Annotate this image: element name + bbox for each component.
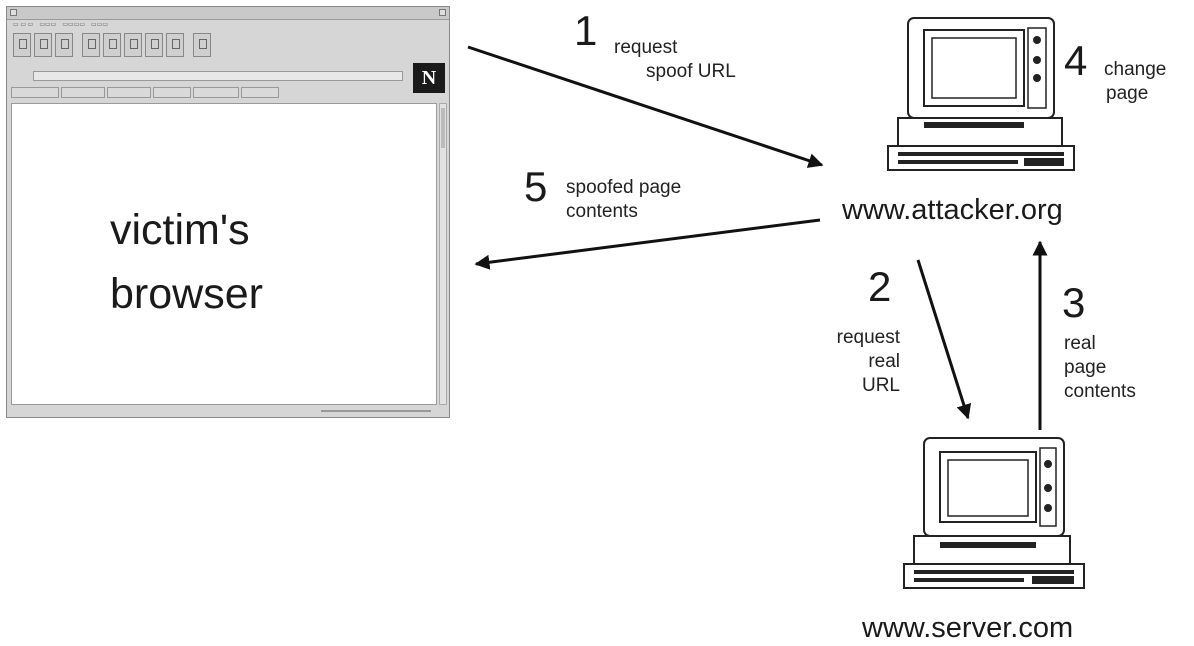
server-hostname: www.server.com bbox=[862, 612, 1074, 644]
arrow-1-icon bbox=[467, 45, 824, 168]
victim-browser-window: ▭ ▭ ▭▭▭▭▭▭▭▭▭▭▭ N bbox=[6, 6, 450, 418]
step-1-label-line1: request bbox=[614, 37, 678, 58]
browser-caption-line2: browser bbox=[110, 270, 263, 318]
directory-buttons bbox=[11, 87, 279, 98]
step-3-label-line1: real bbox=[1064, 333, 1096, 354]
step-4-label-line1: change bbox=[1104, 59, 1167, 80]
stop-icon bbox=[193, 33, 211, 57]
location-field bbox=[33, 71, 403, 81]
step-2-label-line2: real bbox=[868, 351, 900, 372]
arrow-5-icon bbox=[474, 218, 821, 270]
step-2-label-line1: request bbox=[836, 327, 900, 348]
step-2-number: 2 bbox=[868, 263, 892, 310]
browser-statusbar bbox=[11, 407, 447, 415]
window-close-icon bbox=[439, 9, 446, 16]
step-2-label-line3: URL bbox=[861, 375, 900, 396]
reload-icon bbox=[82, 33, 100, 57]
print-icon bbox=[145, 33, 163, 57]
window-menu-icon bbox=[10, 9, 17, 16]
browser-menubar: ▭ ▭ ▭▭▭▭▭▭▭▭▭▭▭ bbox=[13, 22, 109, 28]
browser-toolbar bbox=[13, 33, 211, 63]
browser-caption-line1: victim's bbox=[110, 206, 250, 254]
browser-titlebar bbox=[7, 7, 449, 20]
browser-scrollbar bbox=[439, 103, 447, 405]
arrow-2-icon bbox=[916, 259, 972, 420]
step-4-number: 4 bbox=[1064, 37, 1088, 84]
forward-icon bbox=[34, 33, 52, 57]
open-icon bbox=[124, 33, 142, 57]
step-3-number: 3 bbox=[1062, 279, 1086, 326]
server-computer-icon bbox=[903, 437, 1085, 589]
browser-caption: victim's browser bbox=[110, 198, 263, 326]
step-3-label-line2: page bbox=[1064, 357, 1107, 378]
location-bar bbox=[11, 71, 407, 82]
browser-content-area bbox=[11, 103, 437, 405]
attacker-hostname: www.attacker.org bbox=[842, 194, 1063, 226]
browser-logo: N bbox=[413, 63, 445, 93]
step-5-number: 5 bbox=[524, 163, 548, 210]
find-icon bbox=[166, 33, 184, 57]
step-3-label-line3: contents bbox=[1064, 381, 1136, 402]
step-5-label-line2: contents bbox=[566, 201, 638, 222]
step-4-label-line2: page bbox=[1106, 83, 1149, 104]
step-1-number: 1 bbox=[574, 7, 598, 54]
back-icon bbox=[13, 33, 31, 57]
home-icon bbox=[55, 33, 73, 57]
images-icon bbox=[103, 33, 121, 57]
attacker-computer-icon bbox=[887, 17, 1075, 171]
step-5-label-line1: spoofed page bbox=[566, 177, 682, 198]
step-1-label-line2: spoof URL bbox=[646, 61, 736, 82]
